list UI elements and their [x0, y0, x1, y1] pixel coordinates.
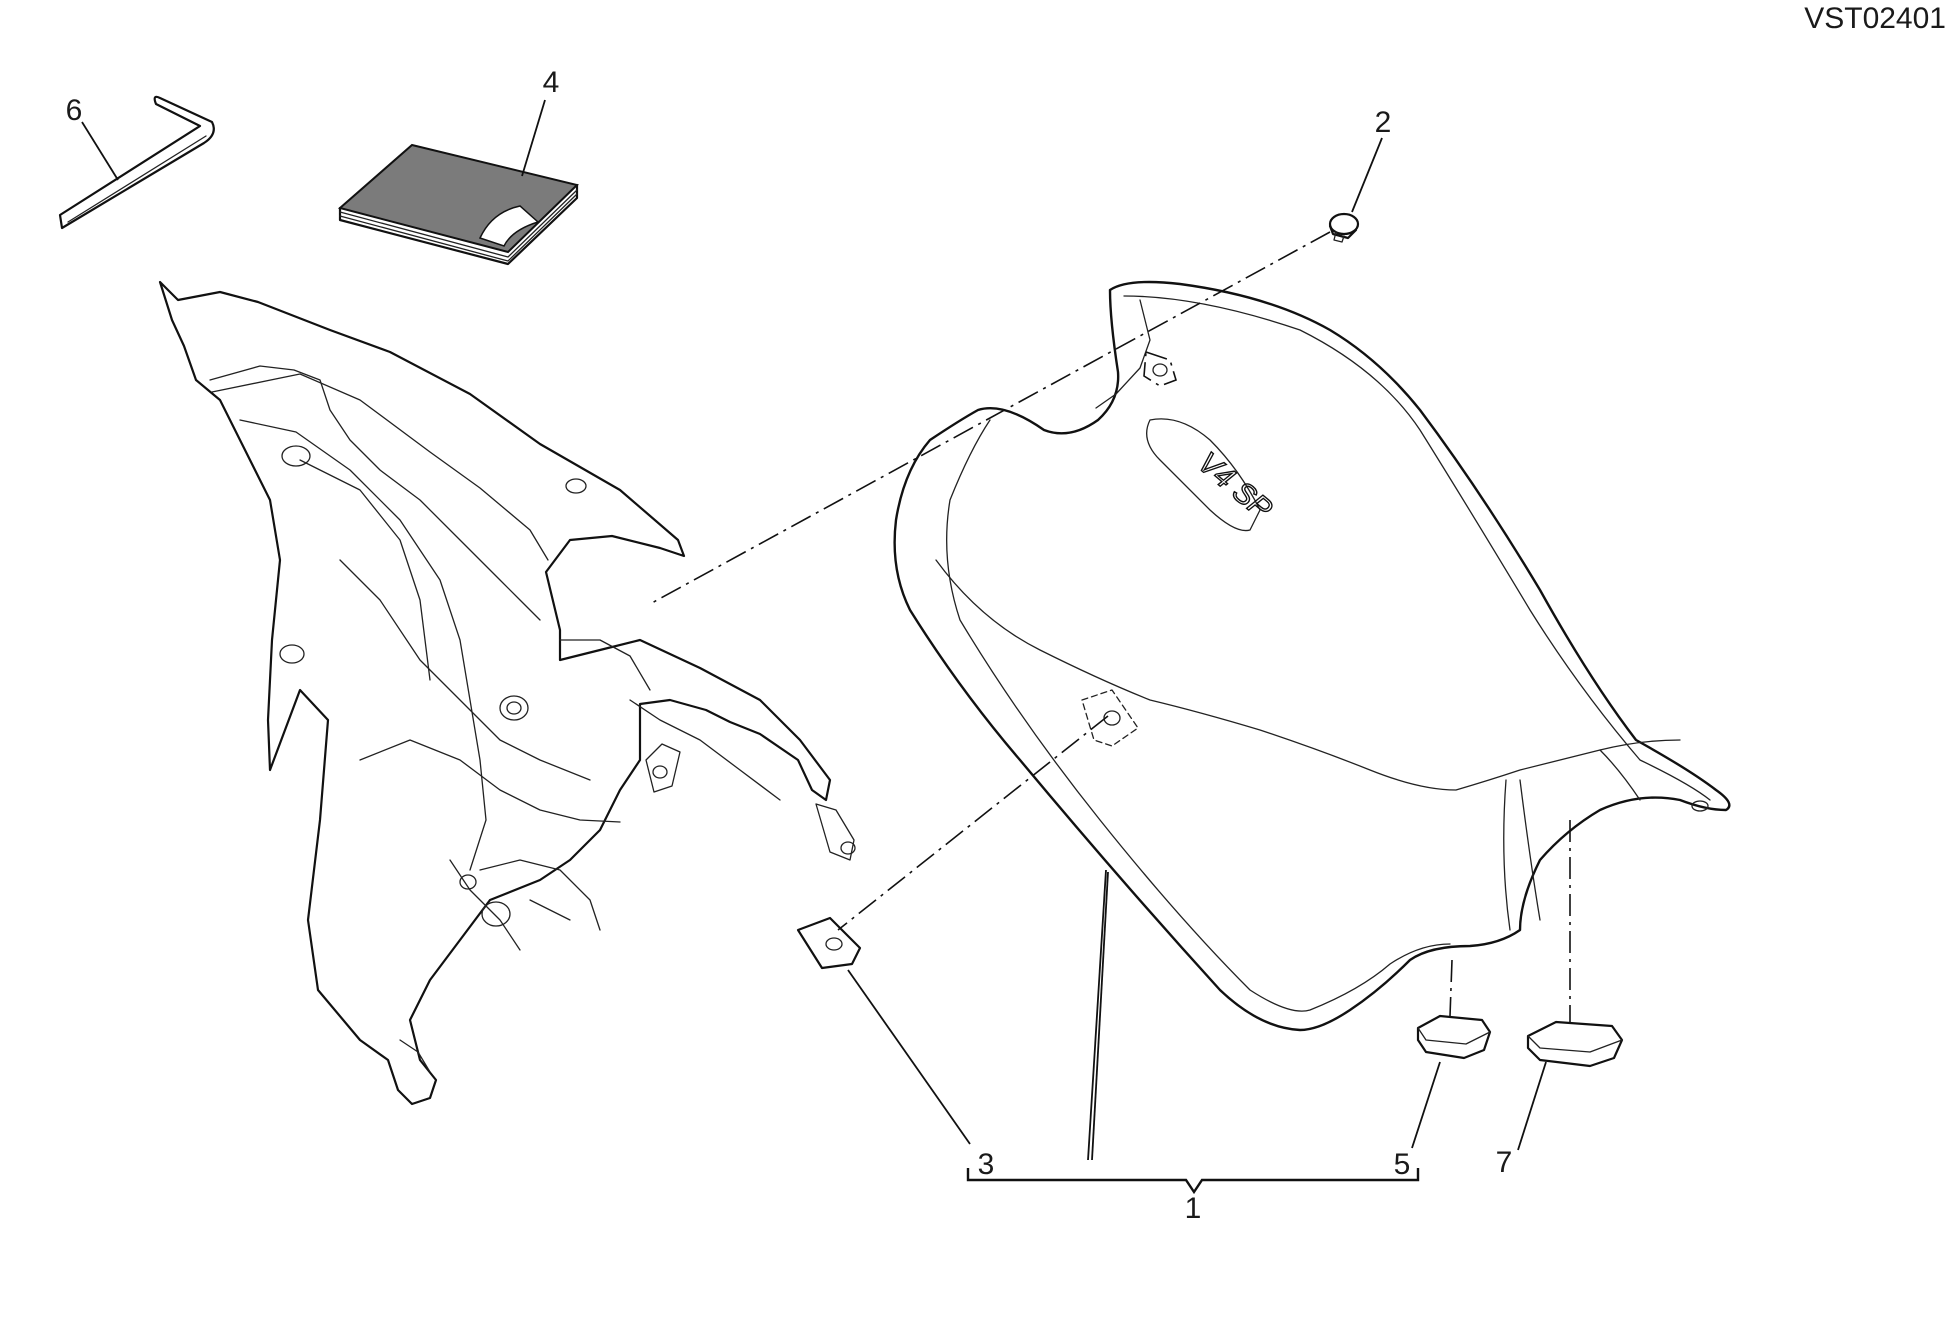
- clip-part: [796, 916, 862, 970]
- tail-subframe-part: [158, 280, 856, 1106]
- screw-part: [1328, 212, 1360, 243]
- callout-7: 7: [1496, 1146, 1513, 1179]
- rubber-pad-5-part: [1416, 1014, 1492, 1060]
- assembly-bracket: [966, 1168, 1420, 1195]
- drawing-code: VST02401: [1804, 2, 1946, 35]
- callout-3: 3: [978, 1148, 995, 1181]
- leader-lines: [81, 99, 1547, 1161]
- assembly-axis-lines: [649, 231, 1571, 1022]
- seat-part: V4 SP: [893, 280, 1731, 1032]
- callouts: 6 4 2 3 5 7 1: [66, 66, 1513, 1225]
- owner-manual-part: [337, 143, 579, 266]
- callout-4: 4: [543, 66, 560, 99]
- hex-key-part: [58, 95, 215, 230]
- callout-1: 1: [1185, 1192, 1202, 1225]
- callout-6: 6: [66, 94, 83, 127]
- rubber-pad-7-part: [1526, 1020, 1624, 1068]
- callout-5: 5: [1394, 1148, 1411, 1181]
- callout-2: 2: [1375, 106, 1392, 139]
